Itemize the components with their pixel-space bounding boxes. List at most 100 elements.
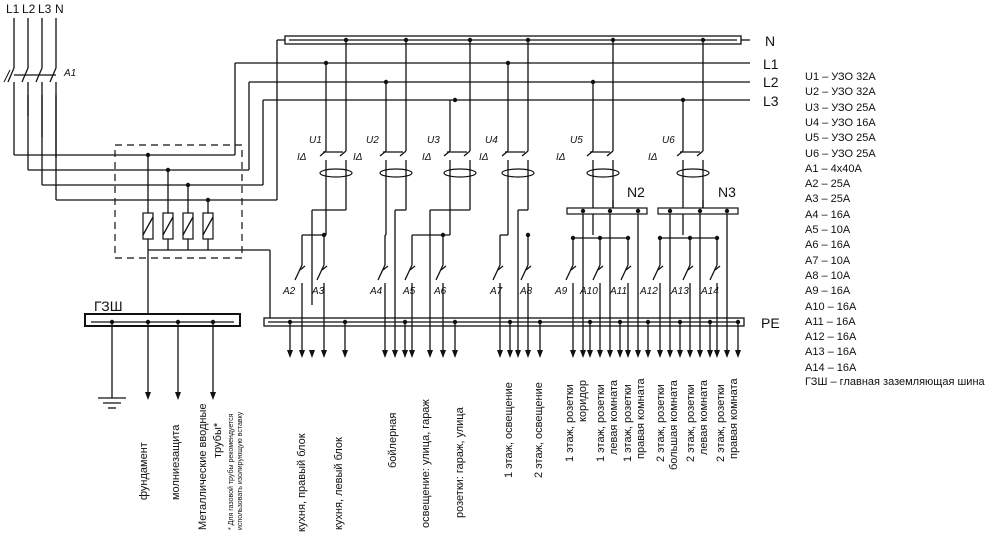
breaker-mark: [687, 265, 694, 271]
legend-item: U6 – УЗО 25А: [805, 147, 876, 160]
arrow-icon: [382, 350, 388, 358]
arrow-icon: [645, 350, 651, 358]
breaker-a4-label: A4: [370, 286, 383, 297]
junction-dot: [714, 235, 720, 241]
breaker-contact: [435, 264, 444, 281]
rcd-u4-label: U4: [485, 135, 498, 146]
junction-dot: [145, 152, 151, 158]
breaker-a5-label: A5: [403, 286, 416, 297]
legend-item: A10 – 16A: [805, 300, 857, 313]
legend-item: A11 – 16A: [805, 315, 856, 328]
arrow-icon: [525, 350, 531, 358]
legend-item: U3 – УЗО 25А: [805, 101, 876, 114]
rcd-toroid-icon: [379, 168, 413, 178]
rcd-u5-symbol: IΔ: [556, 152, 566, 163]
breaker-a9-label: A9: [555, 286, 568, 297]
arrow-icon: [735, 350, 741, 358]
legend-item: U1 – УЗО 32А: [805, 71, 876, 83]
circuit-a4-line1: бойлерная: [387, 412, 399, 468]
legend-item: A6 – 16A: [805, 239, 851, 252]
rcd-u3-symbol: IΔ: [422, 152, 432, 163]
breaker-a6-label: A6: [434, 286, 447, 297]
breaker-contact: [316, 264, 325, 281]
breaker-mark: [597, 265, 604, 271]
legend-item: A2 – 25A: [805, 178, 851, 191]
rcd-contact: [399, 150, 407, 157]
circuit-a7-line1: 1 этаж, освещение: [503, 382, 515, 478]
main-breaker-label: A1: [64, 68, 77, 79]
circuit-a14-line2: правая комната: [728, 378, 740, 459]
bus-pe-label: PE: [761, 315, 780, 331]
junction-dot: [597, 235, 603, 241]
legend-item: A14 – 16A: [805, 361, 857, 374]
legend-item: A5 – 10A: [805, 224, 851, 236]
rcd-toroid-icon: [501, 168, 535, 178]
circuit-a12-line1: 2 этаж, розетки: [655, 384, 667, 462]
rcd-u2-label: U2: [366, 135, 379, 146]
arrow-icon: [210, 392, 216, 400]
arrow-icon: [635, 350, 641, 358]
circuit-a9-line1: 1 этаж, розетки: [564, 384, 576, 462]
junction-dot: [570, 235, 576, 241]
breaker-mark: [497, 265, 504, 271]
circuit-a13-line2: левая комната: [698, 380, 710, 455]
junction-dot: [452, 97, 458, 103]
arrow-icon: [537, 350, 543, 358]
gzsh-label: ГЗШ: [94, 298, 123, 314]
legend-item: A12 – 16A: [805, 331, 857, 344]
breaker-contact: [652, 264, 661, 281]
rcd-u1-symbol: IΔ: [297, 152, 307, 163]
junction-dot: [610, 37, 616, 43]
bus-n-label: N: [765, 33, 776, 49]
rcd-toroid-icon: [586, 168, 620, 178]
circuit-a9-line2: коридор: [577, 380, 589, 422]
breaker-a11-label: A11: [610, 286, 628, 297]
rcd-contact: [463, 150, 471, 157]
breaker-contact: [377, 264, 386, 281]
bus-n3-label: N3: [718, 184, 736, 200]
main-breaker-handle: [3, 69, 11, 83]
legend-note: ГЗШ – главная заземляющая шина: [805, 376, 985, 388]
arrow-icon: [515, 350, 521, 358]
breaker-mark: [570, 265, 577, 271]
arrow-icon: [724, 350, 730, 358]
input-l2-label: L2: [22, 2, 36, 16]
rcd-contact: [606, 150, 614, 157]
junction-dot: [625, 235, 631, 241]
rcd-contact: [696, 150, 704, 157]
legend-item: A3 – 25A: [805, 193, 851, 206]
surge-protection-box: [114, 144, 243, 259]
junction-dot: [525, 232, 531, 238]
main-breaker-contact: [7, 67, 15, 83]
breaker-contact: [620, 264, 629, 281]
surge-arrester-diagonal: [162, 216, 174, 236]
arrow-icon: [409, 350, 415, 358]
arrow-icon: [299, 350, 305, 358]
breaker-a8-label: A8: [520, 286, 533, 297]
arrow-icon: [697, 350, 703, 358]
arrow-icon: [570, 350, 576, 358]
breaker-mark: [321, 265, 328, 271]
circuit-a10-line2: левая комната: [608, 380, 620, 455]
rcd-u6-label: U6: [662, 135, 675, 146]
junction-dot: [403, 37, 409, 43]
breaker-contact: [520, 264, 529, 281]
legend-item: A9 – 16A: [805, 285, 851, 298]
circuit-a3-line1: кухня, левый блок: [333, 437, 345, 530]
breaker-a10-label: A10: [580, 286, 598, 297]
arrow-icon: [402, 350, 408, 358]
breaker-mark: [409, 265, 416, 271]
breaker-mark: [382, 265, 389, 271]
circuit-a12-line2: большая комната: [668, 380, 680, 470]
ground-label-foundation: фундамент: [138, 442, 150, 500]
junction-dot: [697, 208, 703, 214]
rcd-contact: [339, 150, 347, 157]
input-l1-label: L1: [6, 2, 20, 16]
rcd-u6-symbol: IΔ: [648, 152, 658, 163]
arrow-icon: [677, 350, 683, 358]
breaker-contact: [682, 264, 691, 281]
input-n-label: N: [55, 2, 64, 16]
junction-dot: [440, 232, 446, 238]
breaker-contact: [492, 264, 501, 281]
